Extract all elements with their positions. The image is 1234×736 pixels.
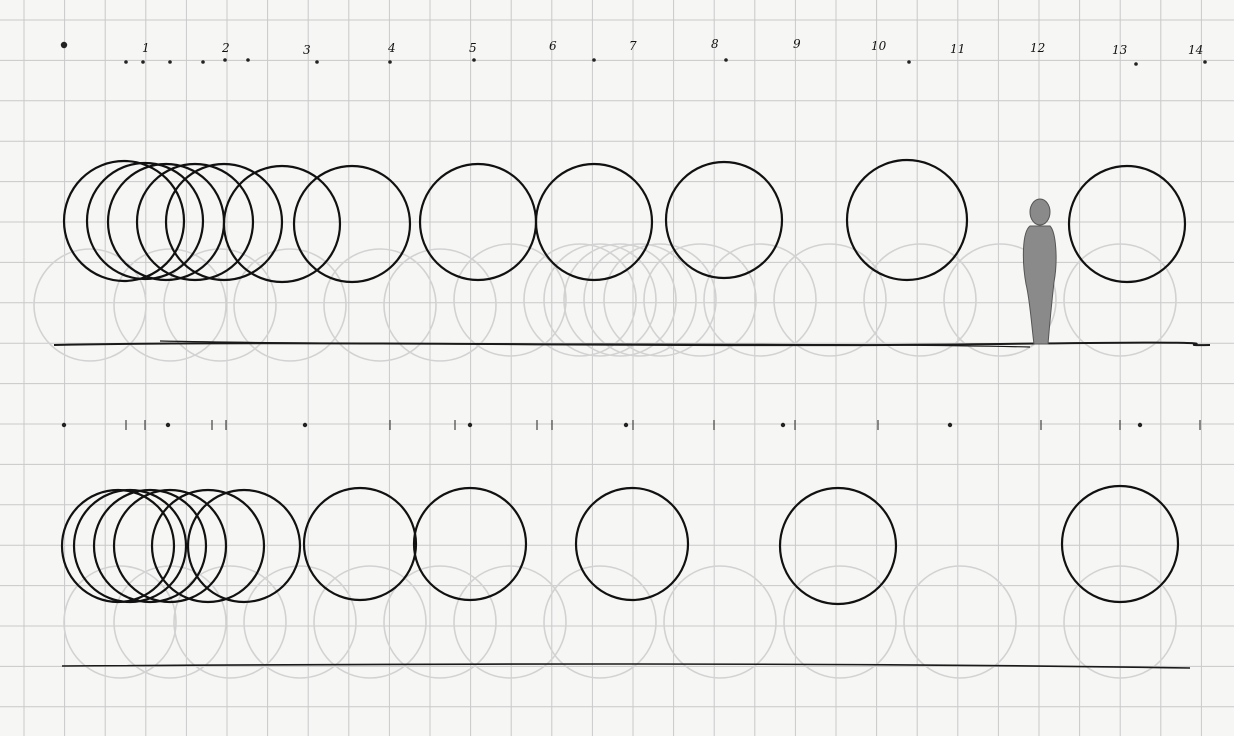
- scale-label-4: 4: [387, 41, 396, 55]
- tick-dot: [1138, 423, 1142, 427]
- pencil-circle: [904, 566, 1016, 678]
- scale-dot: [201, 60, 205, 64]
- tick-dot: [166, 423, 170, 427]
- pencil-circle: [664, 566, 776, 678]
- tick-dot: [303, 423, 307, 427]
- scale-dot: [141, 60, 145, 64]
- ink-circle: [666, 162, 782, 278]
- pencil-circle: [244, 566, 356, 678]
- scale-label-3: 3: [303, 43, 311, 57]
- middle-tick-row: [62, 420, 1200, 430]
- scale-dot: [592, 58, 596, 62]
- top-scale-dots: [124, 58, 1207, 66]
- pencil-circle: [784, 566, 896, 678]
- scale-label-13: 13: [1112, 43, 1128, 57]
- scale-dot: [124, 60, 128, 64]
- scale-label-5: 5: [469, 41, 477, 55]
- bottom-row-pencil-circles: [64, 566, 1176, 678]
- pencil-circle: [114, 566, 226, 678]
- ink-circle: [87, 163, 203, 279]
- figure-body: [1023, 226, 1056, 344]
- scale-label-1: 1: [142, 41, 150, 55]
- pencil-circle: [774, 244, 886, 356]
- scale-label-8: 8: [711, 37, 719, 51]
- scale-label-7: 7: [629, 39, 637, 53]
- scale-label-2: 2: [221, 41, 230, 55]
- scale-dot: [223, 58, 227, 62]
- scale-origin-dot: [61, 42, 67, 48]
- scale-label-12: 12: [1030, 41, 1045, 55]
- tick-dot: [781, 423, 785, 427]
- scale-label-11: 11: [950, 42, 965, 56]
- top-row-ink-circles: [64, 160, 1185, 282]
- scale-dot: [388, 60, 392, 64]
- ink-circle: [1069, 166, 1185, 282]
- scale-label-6: 6: [549, 39, 557, 53]
- pencil-circle: [704, 244, 816, 356]
- ink-circle: [780, 488, 896, 604]
- scale-dot: [472, 58, 476, 62]
- tick-dot: [468, 423, 472, 427]
- scale-dot: [907, 60, 911, 64]
- tick-dot: [62, 423, 66, 427]
- figure-head: [1030, 199, 1050, 225]
- scale-label-14: 14: [1188, 43, 1203, 57]
- scale-dot: [1134, 62, 1138, 66]
- ink-circle: [294, 166, 410, 282]
- scale-dot: [246, 58, 250, 62]
- scale-label-10: 10: [871, 39, 887, 53]
- pencil-circle: [314, 566, 426, 678]
- scale-dot: [315, 60, 319, 64]
- tick-dot: [948, 423, 952, 427]
- scale-label-9: 9: [793, 37, 801, 51]
- tick-dot: [624, 423, 628, 427]
- top-scale: 1 2 3 4 5 6 7 8 9 10 11 12 13 14: [61, 37, 1207, 66]
- scale-dot: [168, 60, 172, 64]
- scale-dot: [724, 58, 728, 62]
- scale-dot: [1203, 60, 1207, 64]
- pencil-circle: [544, 566, 656, 678]
